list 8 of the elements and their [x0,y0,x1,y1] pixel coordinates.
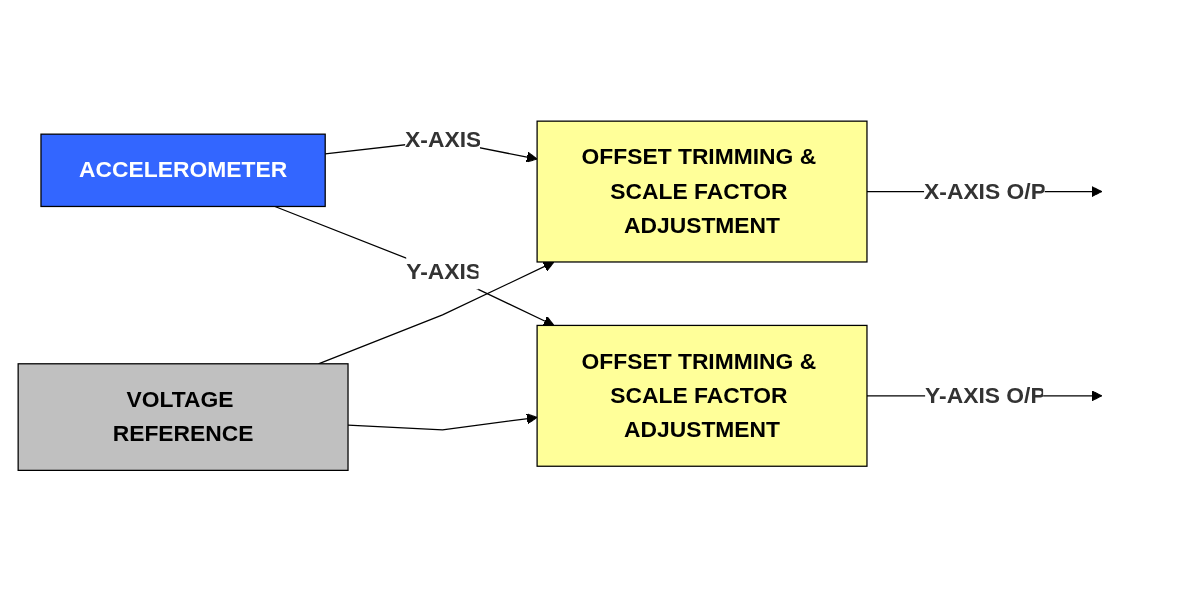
node-box: ACCELEROMETER [40,133,326,208]
node-box: VOLTAGE REFERENCE [17,363,349,472]
node-box: OFFSET TRIMMING & SCALE FACTOR ADJUSTMENT [536,325,868,468]
arrow [274,206,555,327]
node-box: OFFSET TRIMMING & SCALE FACTOR ADJUSTMENT [536,120,868,263]
edge-label: X-AXIS O/P [924,178,1046,204]
arrow [317,261,555,365]
edge-label: X-AXIS [405,127,481,153]
